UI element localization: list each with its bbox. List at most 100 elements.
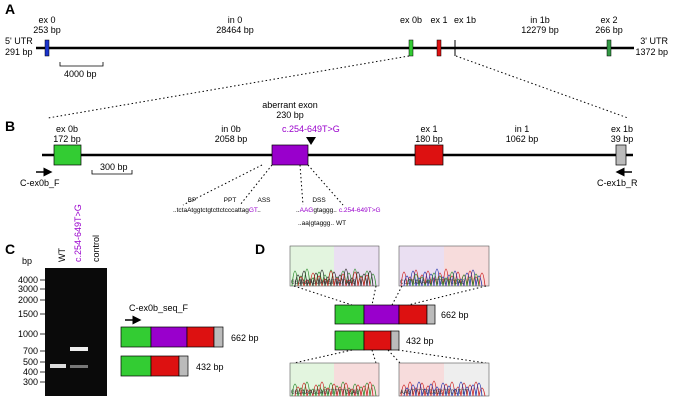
product-662-diagram-d	[334, 304, 436, 325]
scale-bar-b	[91, 170, 133, 175]
in1b-label: in 1b	[530, 15, 550, 25]
lane-wt-label: WT	[57, 248, 67, 262]
site-dss: DSS	[312, 197, 326, 204]
seq-top-left: GGCAAAGCAGGTTATAAG	[291, 279, 356, 286]
primer-f-label: C-ex0b_F	[20, 178, 60, 188]
seq-top-right: CCCTAAAAGTTTTTCCAG	[400, 279, 465, 286]
ex2-box	[606, 39, 612, 57]
product-432-diagram-d	[334, 330, 400, 351]
gel-band-wt-432	[50, 364, 66, 368]
ex0b-box-a	[408, 39, 414, 57]
ex1-box-a	[436, 39, 442, 57]
gel-band-mut-662	[70, 347, 88, 351]
primer-seq-label: C-ex0b_seq_F	[129, 303, 189, 313]
in1b-size: 12279 bp	[521, 25, 559, 35]
in0b-size: 2058 bp	[215, 134, 248, 144]
mutation-label-b: c.254-649T>G	[282, 124, 340, 134]
panel-d: D GGCAAAGCAGGTTATAAG CCCTAAAAGTTTTTCCAG	[255, 241, 490, 397]
in1-label: in 1	[515, 124, 530, 134]
panel-a: A 5' UTR 291 bp 3' UTR 1372 bp ex 0 253 …	[5, 1, 668, 119]
panel-b: B ex 0b 172 bp in 0b 2058 bp aberrant ex…	[5, 100, 638, 227]
in0-label: in 0	[228, 15, 243, 25]
product-432-label-c: 432 bp	[196, 362, 224, 372]
ass-seq-mut: GT	[249, 207, 258, 214]
dss-mut-pre: ..	[296, 207, 300, 214]
ladder-1500: 1500	[18, 309, 38, 319]
ex1-label-a: ex 1	[430, 15, 447, 25]
utr3-label: 3' UTR	[640, 36, 668, 46]
ex0-size: 253 bp	[33, 25, 61, 35]
ex1b-label-b: ex 1b	[611, 124, 633, 134]
dss-mut-label: c.254-649T>G	[339, 207, 381, 214]
chromatogram-top-right: CCCTAAAAGTTTTTCCAG	[398, 245, 490, 287]
product-432-label-d: 432 bp	[406, 336, 434, 346]
chromatogram-bottom-right: AAGTTTTCCAGCTCCCTTT	[398, 362, 490, 397]
ex0b-label-b: ex 0b	[56, 124, 78, 134]
panel-d-label: D	[255, 241, 265, 257]
product-662-diagram	[120, 326, 224, 348]
dss-mut-bases: AAG	[300, 207, 314, 214]
dss-wt-sequence: ..aa|gtaggg..WT	[298, 220, 346, 227]
ex1-label-b: ex 1	[420, 124, 437, 134]
ex0b-size-b: 172 bp	[53, 134, 81, 144]
aberrant-size: 230 bp	[276, 110, 304, 120]
ladder-4000: 4000	[18, 275, 38, 285]
d-bottom-zoom-lines	[293, 349, 487, 364]
lane-control-label: control	[91, 235, 101, 262]
scale-bar-a	[59, 62, 104, 67]
gel-band-mut-432	[70, 365, 88, 368]
in0-size: 28464 bp	[216, 25, 254, 35]
utr5-size: 291 bp	[5, 47, 33, 57]
site-ass: ASS	[257, 197, 271, 204]
dss-mut-sequence: ..AAGgtaggg..c.254-649T>G	[296, 207, 381, 214]
ex2-size: 266 bp	[595, 25, 623, 35]
ex0-label: ex 0	[38, 15, 55, 25]
ladder-1000: 1000	[18, 329, 38, 339]
mutation-triangle	[306, 137, 316, 145]
aberrant-exon-box	[271, 144, 309, 166]
ladder-700: 700	[23, 346, 38, 356]
ladder-3000: 3000	[18, 284, 38, 294]
panel-b-label: B	[5, 118, 15, 134]
seq-bottom-left: GGCAAAGCAGTTTTTCCAG	[291, 389, 360, 396]
utr3-size: 1372 bp	[635, 47, 668, 57]
site-lines	[182, 164, 344, 206]
product-432-diagram	[120, 355, 189, 377]
zoom-line-left	[47, 55, 410, 119]
ex1-box-b	[414, 144, 444, 166]
panel-c-label: C	[5, 241, 15, 257]
ex0-box	[44, 39, 50, 57]
chromatogram-bottom-left: GGCAAAGCAGTTTTTCCAG	[289, 362, 380, 397]
scale-bar-a-label: 4000 bp	[64, 69, 97, 79]
ladder-2000: 2000	[18, 295, 38, 305]
product-662-label-c: 662 bp	[231, 333, 259, 343]
dss-mut-mid: gtaggg..	[313, 207, 337, 214]
chromatogram-top-left: GGCAAAGCAGGTTATAAG	[289, 245, 380, 287]
aberrant-label: aberrant exon	[262, 100, 318, 110]
ex1b-size-b: 39 bp	[611, 134, 634, 144]
dss-wt-label: WT	[336, 220, 346, 227]
d-top-zoom-lines	[293, 285, 487, 306]
utr5-label: 5' UTR	[5, 36, 33, 46]
ladder-300: 300	[23, 377, 38, 387]
panel-a-label: A	[5, 1, 15, 17]
ass-seq-post: ..	[257, 207, 261, 214]
ass-seq-pre: ..tctaAtggtctgtcttctcccattag	[173, 207, 249, 214]
gel-ladder-ticks	[40, 279, 45, 383]
in0b-label: in 0b	[221, 124, 241, 134]
lane-mut-label: c.254-649T>G	[73, 204, 83, 262]
seq-bottom-right: AAGTTTTCCAGCTCCCTTT	[400, 389, 469, 396]
ex1b-label-a: ex 1b	[454, 15, 476, 25]
ex2-label: ex 2	[600, 15, 617, 25]
product-662-label-d: 662 bp	[441, 310, 469, 320]
scale-bar-b-label: 300 bp	[100, 162, 128, 172]
ladder-500: 500	[23, 357, 38, 367]
in1-size: 1062 bp	[506, 134, 539, 144]
primer-r-label: C-ex1b_R	[597, 178, 638, 188]
gel-image	[45, 268, 107, 396]
ex1-size-b: 180 bp	[415, 134, 443, 144]
ass-sequence: ..tctaAtggtctgtcttctcccattagGT..	[173, 207, 261, 214]
ex1b-box-b	[615, 144, 627, 166]
dss-wt-text: ..aa|gtaggg..	[298, 220, 334, 227]
